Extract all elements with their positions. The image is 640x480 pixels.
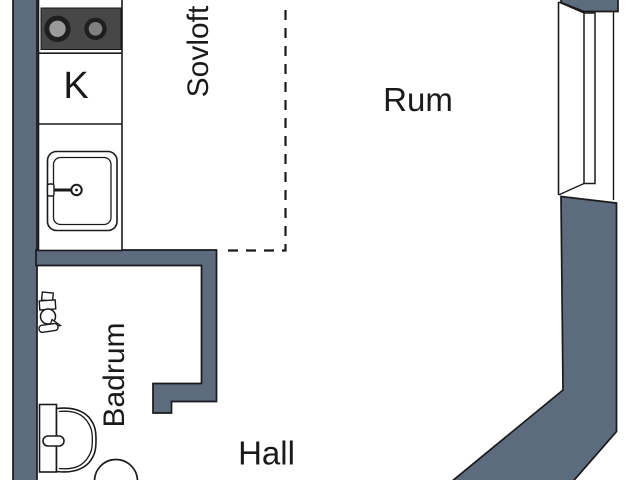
faucet-icon	[46, 183, 83, 197]
bathroom-fixtures	[38, 291, 139, 480]
toilet-icon	[38, 403, 97, 473]
label-hall: Hall	[238, 435, 295, 472]
label-rum: Rum	[383, 81, 453, 118]
walls	[12, 0, 619, 480]
room-labels: Sovloft Rum K Badrum Hall	[63, 5, 453, 472]
toilet-flush-handle	[42, 435, 65, 447]
stove-burners-icon	[40, 7, 122, 50]
right-wall-lower	[452, 195, 618, 480]
shower-mixer-icon	[38, 291, 63, 334]
right-wall-upper	[560, 0, 619, 13]
burner-left-plate	[49, 20, 66, 37]
faucet-handle	[46, 183, 55, 197]
label-kitchen: K	[63, 65, 88, 107]
window-reveal-top	[558, 1, 585, 14]
label-badrum: Badrum	[98, 322, 131, 427]
kitchen-sink-icon	[46, 150, 118, 232]
left-wall	[12, 0, 38, 480]
label-sovloft: Sovloft	[182, 5, 215, 97]
kitchen-counter	[37, 0, 123, 252]
valve-base	[38, 322, 59, 334]
toilet-bowl	[55, 407, 97, 473]
burner-right-plate	[88, 22, 103, 36]
window-icon	[557, 1, 615, 200]
toilet-bowl-inner	[58, 410, 93, 470]
loft-dashed-boundary	[221, 10, 287, 252]
washbasin-icon	[93, 458, 139, 480]
window-reveal-bottom	[558, 182, 585, 196]
bathroom-wall	[35, 249, 218, 414]
faucet-dot	[75, 188, 78, 192]
window-sash	[583, 12, 596, 185]
